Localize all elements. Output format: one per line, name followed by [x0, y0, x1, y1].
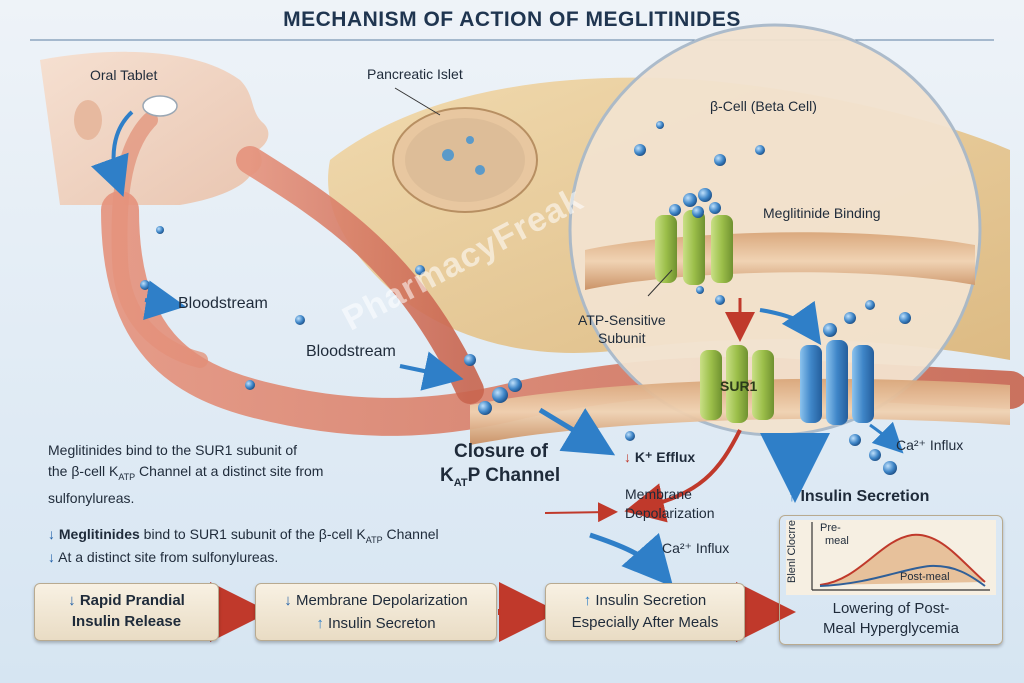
- flow-box-insulin-secretion: ↑ Insulin Secretion Especially After Mea…: [545, 583, 745, 641]
- flow-box4-line1: Lowering of Post-: [832, 600, 950, 617]
- page-title: MECHANISM OF ACTION OF MEGLITINIDES: [283, 8, 741, 31]
- label-atp-subunit: Subunit: [598, 330, 646, 346]
- inset-graph-pre-meal-2: meal: [825, 535, 849, 547]
- flow-box2-line1: ↓ Membrane Depolarization: [284, 592, 468, 609]
- label-beta-cell: β-Cell (Beta Cell): [710, 98, 817, 114]
- flow-box-lowering-hyperglycemia: Lowering of Post- Meal Hyperglycemia: [779, 515, 1003, 645]
- flow-box3-line1: ↑ Insulin Secretion: [583, 592, 707, 609]
- label-membrane-line2: Depolarization: [625, 505, 715, 521]
- description-paragraph: Meglitinides bind to the SUR1 subunit of…: [48, 440, 323, 509]
- flow-box4-line2: Meal Hyperglycemia: [823, 620, 959, 637]
- flow-box1-line1: ↓ Rapid Prandial: [68, 592, 185, 609]
- flow-box2-line2: ↑ Insulin Secreton: [316, 615, 436, 632]
- flow-box3-line2: Especially After Meals: [571, 614, 719, 631]
- bullet-1: ↓ Meglitinides bind to SUR1 subunit of t…: [48, 526, 439, 545]
- inset-graph-pre-meal-1: Pre-: [820, 522, 841, 534]
- paragraph-line-1: Meglitinides bind to the SUR1 subunit of: [48, 442, 298, 458]
- flow-box-depolarization: ↓ Membrane Depolarization ↑ Insulin Secr…: [255, 583, 497, 641]
- label-atp-sensitive: ATP-Sensitive: [578, 312, 666, 328]
- inset-graph-ylabel: Blenl Clocrre: [786, 520, 798, 583]
- paragraph-line-3: sulfonylureas.: [48, 489, 135, 506]
- label-insulin-secretion: ↑ Insulin Secretion: [788, 488, 930, 505]
- label-bloodstream-2: Bloodstream: [306, 343, 396, 360]
- bullet-2: ↓ At a distinct site from sulfonylureas.: [48, 549, 279, 565]
- flow-box1-line2: Insulin Release: [71, 613, 182, 630]
- label-meglitinide-binding: Meglitinide Binding: [763, 205, 881, 221]
- label-ca-influx-right: Ca²⁺ Influx: [896, 437, 964, 453]
- inset-graph-post-meal: Post-meal: [900, 571, 950, 583]
- label-ca-influx-mid: Ca²⁺ Influx: [662, 540, 730, 556]
- paragraph-line-2: the β-cell KATP Channel at a distinct si…: [48, 463, 324, 482]
- label-bloodstream-1: Bloodstream: [178, 295, 268, 312]
- label-oral-tablet: Oral Tablet: [90, 67, 158, 83]
- label-closure-line1: Closure of: [454, 441, 548, 462]
- label-sur1: SUR1: [720, 378, 758, 394]
- label-pancreatic-islet: Pancreatic Islet: [367, 66, 463, 82]
- label-k-efflux: ↓ K⁺ Efflux: [624, 449, 696, 465]
- label-closure-line2: KATP Channel: [440, 465, 561, 489]
- label-membrane-line1: Membrane: [625, 486, 692, 502]
- flow-box-rapid-release: ↓ Rapid Prandial Insulin Release: [34, 583, 219, 641]
